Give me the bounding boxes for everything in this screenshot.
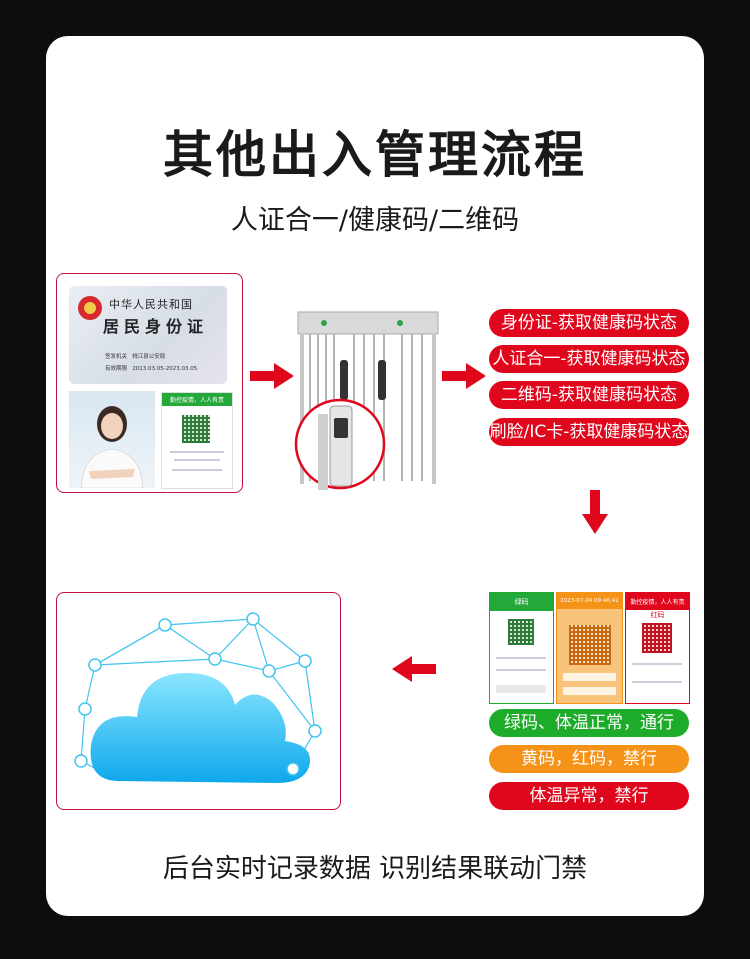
- id-card-name: 居民身份证: [103, 317, 209, 336]
- arrow-right-icon: [250, 363, 294, 389]
- yellow-code-phone: 2023-07-24 09:46:42: [556, 592, 623, 704]
- method-qr-pill: 二维码-获取健康码状态: [489, 381, 689, 409]
- health-qr-code: [182, 415, 210, 443]
- id-valid-label: 有效期限: [105, 366, 128, 372]
- turnstile-gate-image: [294, 311, 439, 490]
- id-card-image: 中华人民共和国 居民身份证 签发机关 桃江县公安局 有效期限 2013.03.0…: [69, 286, 227, 384]
- arrow-right-icon: [442, 363, 486, 389]
- red-code-label: 红码: [650, 611, 665, 619]
- red-qr-code: [642, 623, 672, 653]
- health-code-card: 勤控疫情，人人有责: [161, 392, 233, 489]
- yellow-code-time: 2023-07-24 09:46:42: [557, 593, 622, 609]
- cloud-network-icon: [74, 612, 322, 783]
- result-yellow-red-pill: 黄码，红码，禁行: [489, 745, 689, 773]
- person-silhouette-icon: [80, 406, 144, 489]
- id-issuer-label: 签发机关: [105, 354, 128, 360]
- arrow-left-icon: [392, 656, 436, 682]
- green-code-label: 绿码: [490, 593, 553, 611]
- cloud-backend-box: [56, 592, 341, 810]
- arrow-down-icon: [582, 490, 608, 534]
- method-face-id-pill: 人证合一-获取健康码状态: [489, 345, 689, 373]
- result-pass-pill: 绿码、体温正常，通行: [489, 709, 689, 737]
- red-code-phone: 勤控疫情，人人有责 红码: [625, 592, 690, 704]
- national-emblem-icon: [78, 296, 102, 320]
- health-code-header: 勤控疫情，人人有责: [162, 393, 232, 406]
- method-face-ic-pill: 刷脸/IC卡-获取健康码状态: [489, 418, 689, 446]
- red-code-header: 勤控疫情，人人有责: [626, 593, 689, 610]
- yellow-qr-code: [569, 625, 611, 665]
- id-card-country: 中华人民共和国: [109, 298, 193, 311]
- result-temperature-pill: 体温异常，禁行: [489, 782, 689, 810]
- green-qr-code: [508, 619, 534, 645]
- footer-caption: 后台实时记录数据 识别结果联动门禁: [162, 854, 588, 884]
- id-issuer-value: 桃江县公安局: [132, 354, 166, 360]
- green-code-phone: 绿码: [489, 592, 554, 704]
- page-title: 其他出入管理流程: [163, 126, 587, 184]
- person-photo: [69, 391, 155, 489]
- id-valid-value: 2013.03.05-2023.03.05: [132, 366, 198, 372]
- method-id-card-pill: 身份证-获取健康码状态: [489, 309, 689, 337]
- page-subtitle: 人证合一/健康码/二维码: [230, 205, 520, 236]
